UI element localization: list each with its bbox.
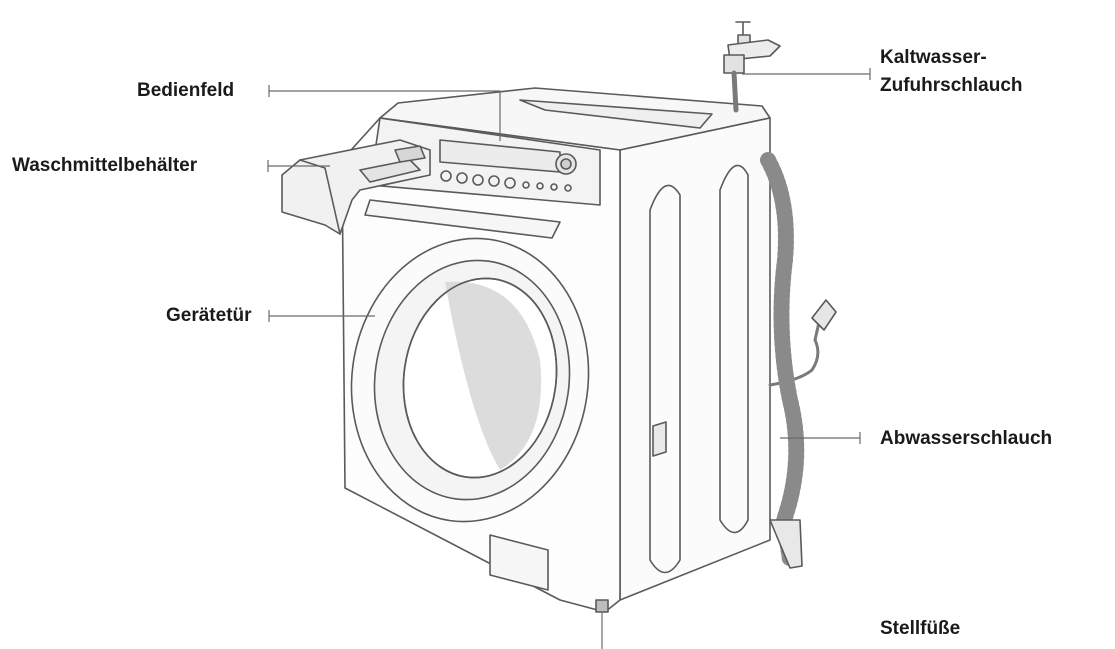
control-buttons: [440, 170, 572, 192]
label-waschmittelbehaelter: Waschmittelbehälter: [12, 155, 198, 176]
water-tap: [723, 21, 781, 74]
leader-waschmittelbehaelter: [267, 160, 330, 172]
label-abwasserschlauch: Abwasserschlauch: [880, 428, 1053, 449]
top-lid-inset: [519, 99, 713, 129]
leader-abwasserschlauch: [780, 432, 861, 444]
power-plug: [811, 299, 837, 331]
door-handle-bar: [364, 199, 561, 239]
label-kaltwasser-line1: Kaltwasser-: [880, 47, 987, 68]
drain-hose: [760, 152, 805, 568]
leader-geraetetuer: [268, 310, 375, 322]
label-bedienfeld: Bedienfeld: [137, 80, 235, 101]
cold-water-hose: [731, 70, 739, 113]
filter-cover: [489, 534, 549, 591]
label-stellfuesse: Stellfüße: [880, 618, 961, 639]
leader-stellfuesse: [601, 612, 603, 649]
leader-kaltwasser: [742, 68, 871, 80]
label-kaltwasser-line2: Zufuhrschlauch: [880, 75, 1023, 96]
side-rib-right: [719, 164, 749, 534]
side-latch: [652, 421, 667, 457]
side-rib-left: [649, 184, 681, 574]
adjustable-foot: [595, 599, 609, 613]
drum-interior: [445, 281, 542, 470]
leader-bedienfeld: [268, 85, 501, 141]
label-geraetetuer: Gerätetür: [166, 305, 252, 326]
